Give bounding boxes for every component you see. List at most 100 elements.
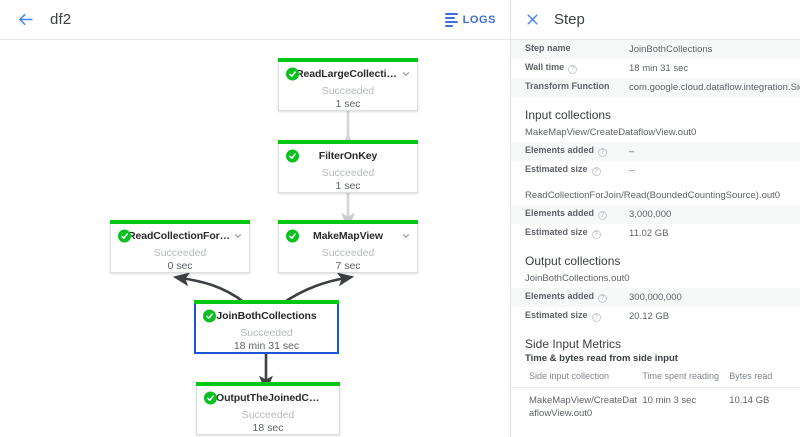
- row-value: JoinBothCollections: [629, 44, 713, 55]
- check-circle-icon: [286, 149, 299, 163]
- node-duration: 18 min 31 sec: [233, 340, 300, 352]
- logs-button-label: LOGS: [462, 13, 496, 26]
- output-collection-0-table: Elements added? 300,000,000 Estimated si…: [511, 287, 800, 326]
- node-status: Succeeded: [321, 85, 375, 97]
- check-circle-icon: [286, 229, 299, 243]
- table-row: Transform Function com.google.cloud.data…: [511, 78, 800, 98]
- step-panel-body: Step name JoinBothCollections Wall time?…: [511, 40, 800, 428]
- close-icon[interactable]: [517, 5, 547, 35]
- chevron-down-icon[interactable]: [233, 231, 243, 241]
- node-duration: 18 sec: [252, 422, 284, 434]
- help-icon[interactable]: ?: [591, 167, 601, 177]
- help-icon[interactable]: ?: [598, 293, 608, 303]
- table-row: MakeMapView/CreateDataflowView.out0 10 m…: [511, 387, 800, 427]
- row-key: Elements added?: [511, 142, 629, 161]
- row-key: Estimated size?: [511, 161, 629, 180]
- node-header: ReadCollectionForJoin: [111, 224, 249, 248]
- graph-edges: [172, 105, 356, 393]
- collection-name: MakeMapView/CreateDataflowView.out0: [525, 127, 697, 139]
- help-icon[interactable]: ?: [598, 210, 608, 220]
- top-bar: df2 LOGS: [0, 0, 510, 40]
- row-value: –: [629, 146, 635, 158]
- side-input-metrics-subheading: Time & bytes read from side input: [525, 352, 678, 364]
- check-circle-icon: [204, 391, 217, 405]
- table-row: Elements added? 300,000,000: [511, 287, 800, 307]
- table-row: Estimated size? 11.02 GB: [511, 224, 800, 243]
- column-header: Bytes read: [729, 366, 800, 388]
- row-value: 300,000,000: [629, 291, 682, 303]
- help-icon[interactable]: ?: [568, 65, 578, 75]
- graph-node-output-the-joined-collection[interactable]: OutputTheJoinedCollec… Succeeded 18 sec: [196, 382, 340, 435]
- output-collections-heading: Output collections: [525, 253, 621, 268]
- node-status: Succeeded: [240, 327, 293, 339]
- table-header-row: Side input collection Time spent reading…: [511, 366, 800, 388]
- side-input-metrics-heading: Side Input Metrics: [525, 336, 622, 351]
- row-key: Wall time?: [511, 59, 629, 78]
- node-status-stripe: [278, 58, 418, 62]
- collection-name: ReadCollectionForJoin/Read(BoundedCounti…: [525, 189, 781, 201]
- node-status: Succeeded: [241, 409, 295, 421]
- graph-node-make-map-view[interactable]: MakeMapView Succeeded 7 sec: [278, 220, 418, 273]
- logs-icon: [444, 12, 458, 27]
- row-value: 11.02 GB: [629, 227, 669, 239]
- job-graph-panel: df2 LOGS: [0, 0, 510, 437]
- logs-button[interactable]: LOGS: [444, 12, 496, 27]
- input-collections-heading: Input collections: [525, 108, 612, 123]
- row-value: com.google.cloud.dataflow.integration.Si…: [629, 82, 800, 94]
- graph-node-read-large-collection[interactable]: ReadLargeCollectionFr… Succeeded 1 sec: [278, 58, 418, 111]
- row-value: 18 min 31 sec: [629, 63, 689, 75]
- page-title: df2: [50, 11, 72, 28]
- check-circle-icon: [286, 67, 299, 81]
- check-circle-icon: [118, 229, 131, 243]
- graph-node-read-collection-for-join[interactable]: ReadCollectionForJoin Succeeded 0 sec: [110, 220, 250, 273]
- node-header: ReadLargeCollectionFr…: [279, 62, 417, 86]
- column-header: Side input collection: [511, 366, 643, 388]
- side-input-metrics-table: Side input collection Time spent reading…: [511, 366, 800, 428]
- node-duration: 1 sec: [335, 98, 361, 110]
- node-title: OutputTheJoinedCollec…: [216, 392, 320, 404]
- panel-divider: [510, 0, 511, 437]
- row-key: Elements added?: [511, 288, 629, 307]
- side-input-collection-cell: MakeMapView/CreateDataflowView.out0: [529, 394, 638, 419]
- row-value: 3,000,000: [629, 208, 672, 220]
- arrow-left-icon[interactable]: [8, 3, 42, 37]
- node-header: JoinBothCollections: [196, 304, 337, 328]
- help-icon[interactable]: ?: [598, 148, 608, 158]
- table-row: Estimated size? 20.12 GB: [511, 307, 800, 326]
- table-row: Estimated size? –: [511, 161, 800, 180]
- node-duration: 0 sec: [167, 260, 193, 272]
- node-status: Succeeded: [153, 247, 207, 259]
- node-status-stripe: [194, 300, 339, 304]
- table-row: Elements added? –: [511, 142, 800, 162]
- row-key: Estimated size?: [511, 307, 629, 326]
- node-header: OutputTheJoinedCollec…: [197, 386, 339, 410]
- row-key: Step name: [525, 43, 571, 53]
- node-title: ReadLargeCollectionFr…: [296, 68, 400, 80]
- help-icon[interactable]: ?: [591, 229, 601, 239]
- chevron-down-icon[interactable]: [401, 69, 411, 79]
- graph-node-join-both-collections[interactable]: JoinBothCollections Succeeded 18 min 31 …: [194, 300, 339, 354]
- row-value: 20.12 GB: [629, 310, 670, 322]
- node-duration: 1 sec: [335, 180, 361, 192]
- node-status-stripe: [110, 220, 250, 224]
- time-spent-reading-cell: 10 min 3 sec: [642, 394, 697, 406]
- table-row: Wall time? 18 min 31 sec: [511, 59, 800, 78]
- node-header: FilterOnKey: [279, 144, 417, 168]
- chevron-down-icon[interactable]: [401, 231, 411, 241]
- graph-canvas[interactable]: ReadLargeCollectionFr… Succeeded 1 sec F…: [0, 41, 510, 437]
- step-details-panel: Step Step name JoinBothCollections Wall …: [511, 0, 800, 437]
- help-icon[interactable]: ?: [591, 312, 601, 322]
- graph-node-filter-on-key[interactable]: FilterOnKey Succeeded 1 sec: [278, 140, 418, 193]
- node-status: Succeeded: [321, 167, 375, 179]
- input-collection-0-table: Elements added? – Estimated size? –: [511, 142, 800, 180]
- column-header: Time spent reading: [642, 366, 730, 388]
- node-title: JoinBothCollections: [216, 310, 317, 322]
- row-key: Transform Function: [525, 81, 610, 92]
- node-header: MakeMapView: [279, 224, 417, 248]
- input-collection-1-table: Elements added? 3,000,000 Estimated size…: [511, 204, 800, 243]
- node-duration: 7 sec: [335, 260, 361, 272]
- node-title: FilterOnKey: [318, 150, 378, 162]
- row-key: Elements added?: [511, 205, 629, 224]
- check-circle-icon: [203, 309, 216, 323]
